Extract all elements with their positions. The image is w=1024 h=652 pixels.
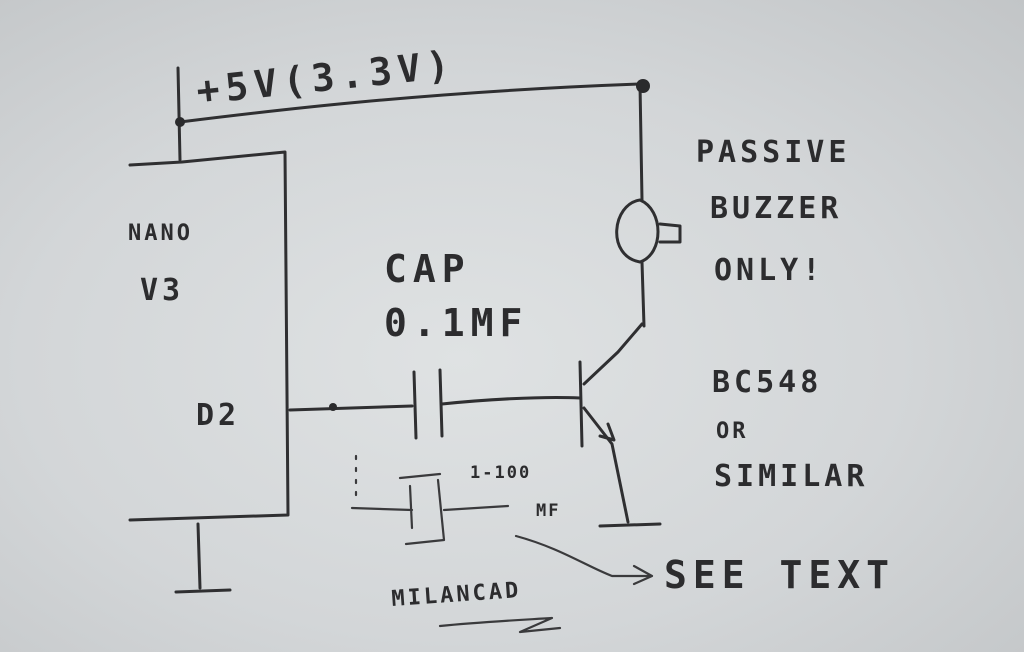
coupling-capacitor-symbol [412,368,444,440]
pin-label: D2 [196,398,240,433]
transistor-similar-label: SIMILAR [714,459,868,494]
d2-wire-dot [329,403,337,411]
emitter-arrow [598,422,616,442]
cap-value-label: 0.1MF [384,301,528,345]
buzzer-symbol [615,198,682,264]
electrolytic-unit-label: MF [536,501,560,521]
see-text-arrow [514,534,654,586]
buzzer-top-junction-dot [636,79,650,93]
ground-symbol [174,522,232,594]
transistor-or-label: OR [716,419,749,444]
board-name-label: NANO [128,221,193,246]
buzzer-name-label: BUZZER [710,191,842,226]
see-text-note: SEE TEXT [664,553,895,597]
emitter-ground-symbol [598,522,662,528]
transistor-symbol [578,322,644,524]
d2-wire [288,404,414,412]
buzzer-to-collector-wire [640,260,646,328]
supply-junction-dot [175,117,185,127]
electrolytic-value-label: 1-100 [470,463,531,483]
cap-label: CAP [384,247,471,291]
supply-rail-wire [176,66,644,202]
transistor-label: BC548 [712,365,822,400]
buzzer-type-label: PASSIVE [696,135,850,170]
signature-underline [438,616,562,634]
base-wire [440,395,582,406]
nano-board-outline [128,150,290,522]
signature-label: MILANCAD [391,578,522,612]
supply-voltage-label: +5V(3.3V) [194,42,457,113]
electrolytic-capacitor-symbol [350,472,510,546]
buzzer-only-label: ONLY! [714,253,824,288]
board-version-label: V3 [140,273,184,308]
